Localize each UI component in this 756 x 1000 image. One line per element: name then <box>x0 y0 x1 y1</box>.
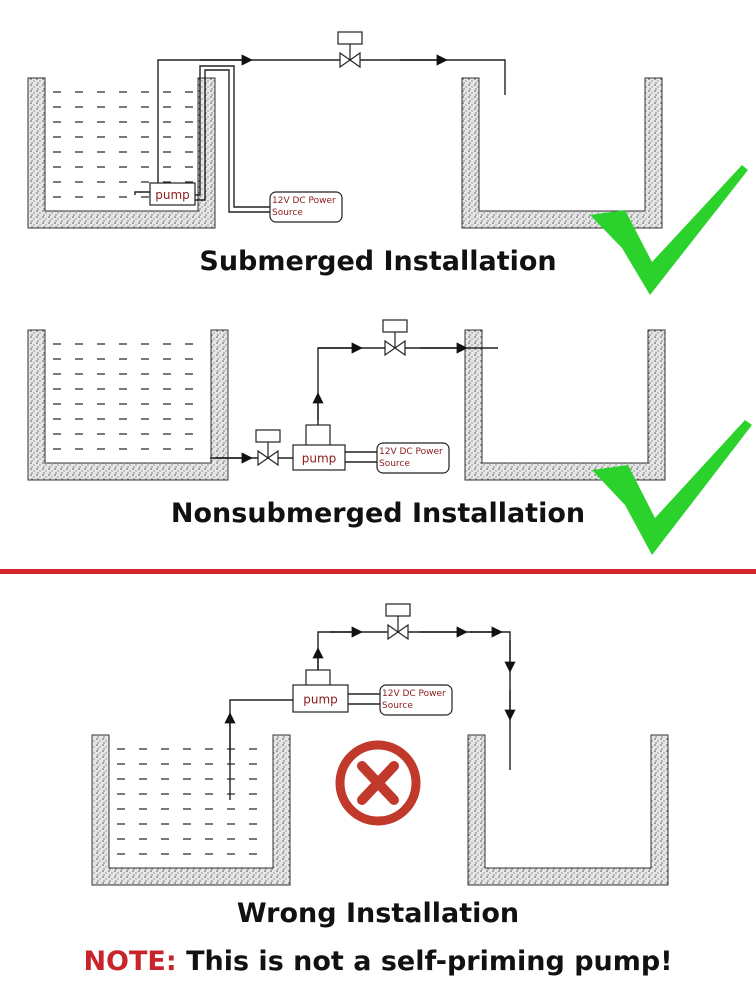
source-tank <box>91 734 291 886</box>
source-tank <box>27 329 229 481</box>
target-tank <box>464 329 666 481</box>
svg-text:Source: Source <box>272 208 303 218</box>
svg-text:Source: Source <box>379 459 410 469</box>
caption-submerged: Submerged Installation <box>199 246 557 277</box>
pump-label: pump <box>155 188 190 202</box>
target-tank <box>461 77 663 229</box>
valve-icon <box>337 31 363 69</box>
svg-text:12V DC Power: 12V DC Power <box>379 447 443 457</box>
check-icon <box>590 165 748 295</box>
water <box>117 748 257 855</box>
water <box>53 343 193 450</box>
check-icon <box>592 420 752 555</box>
valve-icon <box>382 319 408 357</box>
source-tank <box>27 77 216 229</box>
caption-wrong: Wrong Installation <box>236 898 520 929</box>
note-body: This is not a self-priming pump! <box>176 946 673 977</box>
svg-text:12V DC Power: 12V DC Power <box>272 196 336 206</box>
note-text: NOTE: This is not a self-priming pump! <box>0 946 756 977</box>
pump: pump <box>292 444 346 471</box>
note-prefix: NOTE: <box>83 946 177 977</box>
pump-label: pump <box>303 693 338 707</box>
valve-icon <box>255 429 281 467</box>
target-tank <box>467 734 669 886</box>
pump-label: pump <box>302 452 337 466</box>
pump: pump <box>292 684 349 713</box>
caption-nonsubmerged: Nonsubmerged Installation <box>170 498 586 529</box>
pump-outlet <box>305 424 331 448</box>
svg-text:12V DC Power: 12V DC Power <box>382 689 446 699</box>
svg-text:Source: Source <box>382 701 413 711</box>
pump: pump <box>149 182 196 206</box>
valve-icon <box>385 603 411 641</box>
divider-line <box>0 569 756 574</box>
water <box>53 91 193 198</box>
wrong-x-icon <box>335 740 421 826</box>
